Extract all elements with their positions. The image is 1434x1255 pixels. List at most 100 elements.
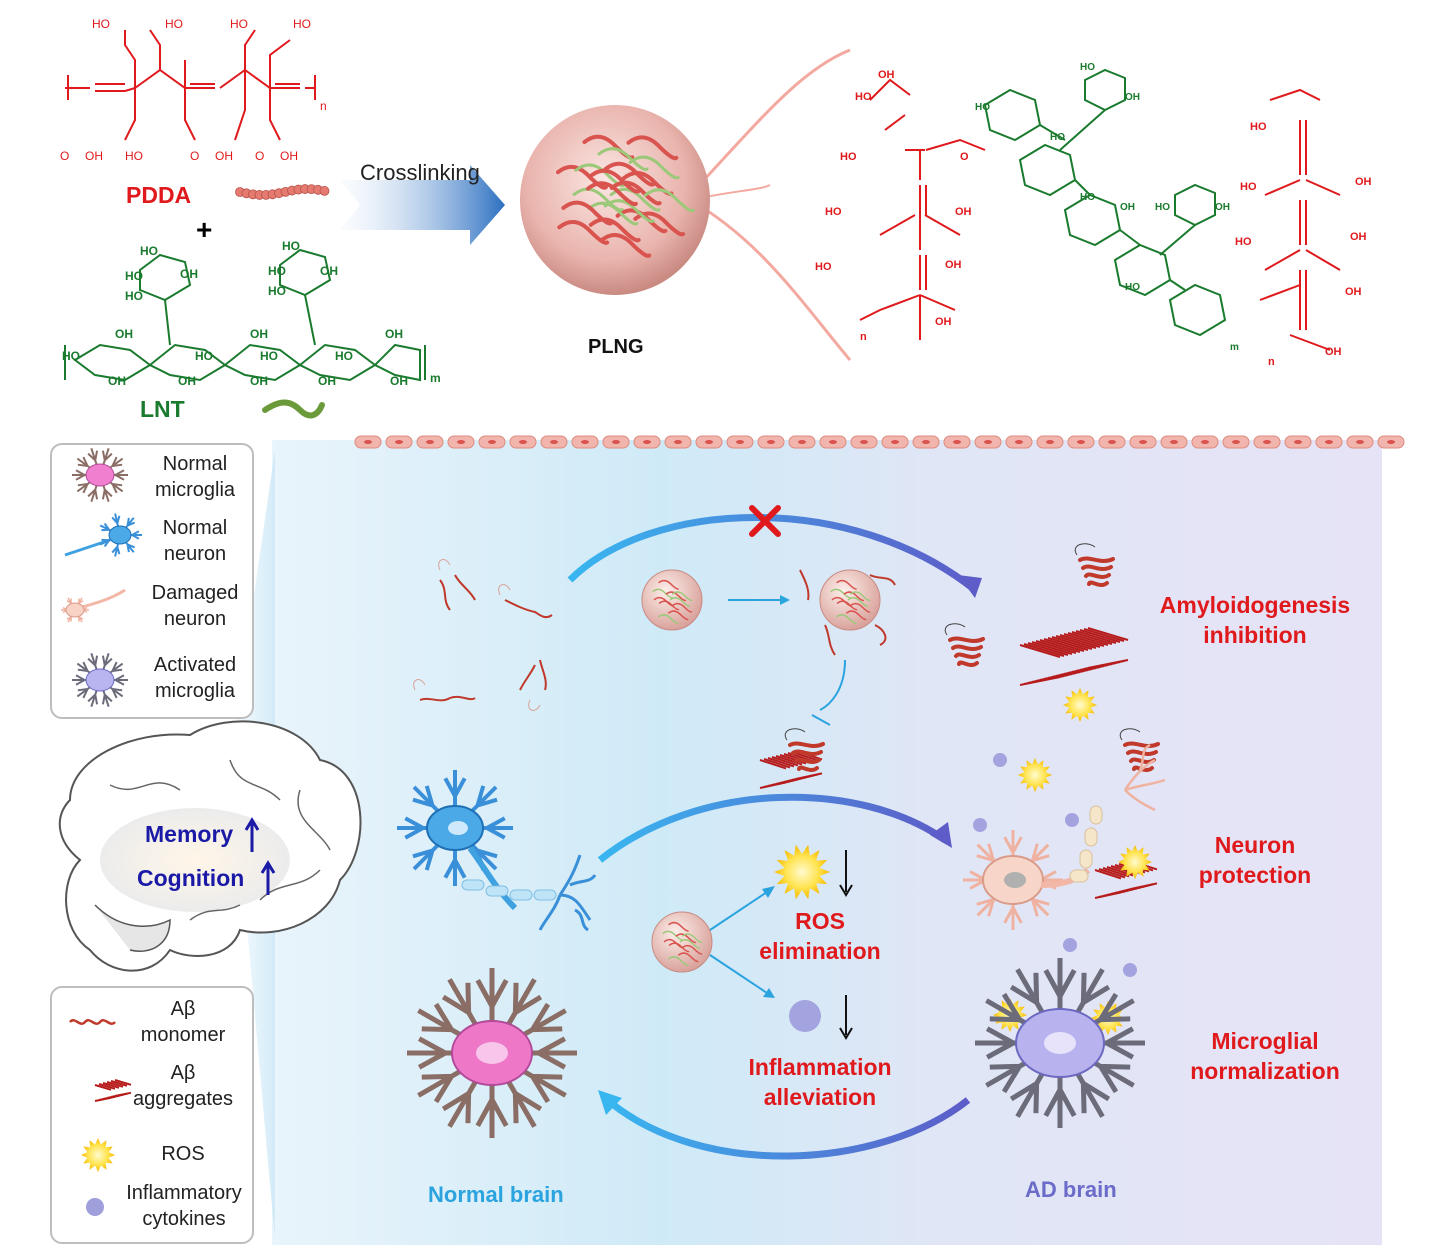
normal-brain-label: Normal brain xyxy=(428,1182,564,1207)
svg-text:HO: HO xyxy=(62,349,80,363)
svg-text:OH: OH xyxy=(390,374,408,388)
svg-text:HO: HO xyxy=(855,91,872,103)
normal-microglia xyxy=(407,968,577,1138)
normal-microglia-icon xyxy=(72,448,128,502)
damaged-axon xyxy=(1069,805,1103,883)
lnt-label: LNT xyxy=(140,396,185,422)
svg-text:HO: HO xyxy=(1235,236,1252,248)
abeta-oligomer-1 xyxy=(944,623,985,667)
legend-ros-label: ROS xyxy=(161,1143,205,1165)
brain-illustration xyxy=(58,720,362,972)
svg-text:O: O xyxy=(190,149,199,163)
activated-microglia-icon xyxy=(72,653,128,707)
abeta-oligomer-2 xyxy=(1074,543,1115,587)
abeta-monomer-icon xyxy=(69,1019,116,1025)
abeta-oligomer-4 xyxy=(1119,728,1160,772)
ros-icon xyxy=(81,1138,115,1172)
ad-brain-label: AD brain xyxy=(1025,1177,1117,1202)
legend-normal-neuron-label: Normal neuron xyxy=(162,517,228,565)
svg-text:HO: HO xyxy=(125,149,143,163)
svg-text:OH: OH xyxy=(1350,231,1367,243)
abeta-monomers xyxy=(419,569,896,702)
damaged-terminal xyxy=(1123,743,1166,812)
cognition-label: Cognition xyxy=(137,865,245,891)
svg-text:HO: HO xyxy=(268,264,286,278)
svg-text:HO: HO xyxy=(1080,62,1095,73)
svg-text:HO: HO xyxy=(1050,132,1065,143)
svg-text:OH: OH xyxy=(318,374,336,388)
svg-text:OH: OH xyxy=(1325,346,1342,358)
svg-text:HO: HO xyxy=(165,17,183,31)
svg-text:HO: HO xyxy=(125,269,143,283)
svg-text:HO: HO xyxy=(293,17,311,31)
plng-bound-nanoparticle xyxy=(819,569,881,631)
svg-text:OH: OH xyxy=(180,267,198,281)
abeta-fibril-small xyxy=(759,750,823,789)
blocked-x-icon xyxy=(749,505,781,537)
abeta-aggregates-icon xyxy=(94,1079,132,1102)
plng-nanoparticle-2 xyxy=(651,911,713,973)
svg-text:n: n xyxy=(320,99,327,113)
svg-text:OH: OH xyxy=(115,327,133,341)
svg-text:n: n xyxy=(1268,356,1275,368)
svg-text:HO: HO xyxy=(1155,202,1170,213)
svg-text:OH: OH xyxy=(250,327,268,341)
chem-oh-1: HO xyxy=(92,17,110,31)
pdda-bead xyxy=(319,186,330,196)
ros-particle xyxy=(1063,688,1097,722)
crosslinking-label: Crosslinking xyxy=(360,160,480,185)
damaged-neuron xyxy=(963,830,1091,930)
lnt-structure xyxy=(64,248,426,382)
svg-text:HO: HO xyxy=(815,261,832,273)
svg-text:OH: OH xyxy=(1345,286,1362,298)
legend-damaged-neuron-label: Damaged neuron xyxy=(151,582,239,630)
plng-sphere xyxy=(520,105,710,295)
svg-text:OH: OH xyxy=(1120,202,1135,213)
svg-text:OH: OH xyxy=(280,149,298,163)
svg-text:HO: HO xyxy=(195,349,213,363)
svg-text:HO: HO xyxy=(975,102,990,113)
plng-nanoparticle xyxy=(641,569,703,631)
svg-text:OH: OH xyxy=(935,316,952,328)
svg-text:OH: OH xyxy=(385,327,403,341)
legend-activated-microglia-label: Activated microglia xyxy=(153,654,237,702)
plng-crosslink-structure xyxy=(859,68,1341,351)
microglial-normalization-caption: Microglial normalization xyxy=(1190,1028,1340,1084)
pdda-structure xyxy=(65,29,316,141)
pdda-label: PDDA xyxy=(126,182,192,208)
inflammation-alleviation-caption: Inflammation alleviation xyxy=(748,1054,892,1110)
ros-particle-center xyxy=(774,844,830,900)
svg-text:OH: OH xyxy=(1125,92,1140,103)
cytokines xyxy=(789,753,1137,1032)
svg-text:HO: HO xyxy=(1080,192,1095,203)
abeta-oligomer-3 xyxy=(784,728,825,772)
svg-text:O: O xyxy=(60,149,69,163)
svg-text:n: n xyxy=(860,331,867,343)
svg-text:HO: HO xyxy=(825,206,842,218)
svg-text:m: m xyxy=(430,371,441,385)
legend-cells xyxy=(50,443,254,719)
svg-text:O: O xyxy=(960,151,969,163)
amyloidogenesis-caption: Amyloidogenesis inhibition xyxy=(1159,592,1351,648)
plus-sign: + xyxy=(196,214,213,245)
legend-abeta-aggregates-label: Aβ aggregates xyxy=(132,1062,234,1110)
legend-normal-microglia-label: Normal microglia xyxy=(154,453,236,501)
svg-text:OH: OH xyxy=(108,374,126,388)
ros-particle xyxy=(1118,845,1152,879)
svg-text:HO: HO xyxy=(1125,282,1140,293)
damaged-neuron-icon xyxy=(61,588,126,623)
svg-text:OH: OH xyxy=(178,374,196,388)
svg-text:HO: HO xyxy=(260,349,278,363)
svg-text:O: O xyxy=(255,149,264,163)
svg-text:OH: OH xyxy=(85,149,103,163)
lnt-strand-icon xyxy=(262,399,325,419)
plng-label: PLNG xyxy=(588,336,644,358)
abeta-fibril-large xyxy=(1019,627,1129,686)
svg-text:OH: OH xyxy=(1355,176,1372,188)
neuron-terminal xyxy=(538,854,597,932)
svg-text:OH: OH xyxy=(215,149,233,163)
svg-text:OH: OH xyxy=(250,374,268,388)
svg-text:HO: HO xyxy=(1240,181,1257,193)
memory-label: Memory xyxy=(145,821,234,847)
